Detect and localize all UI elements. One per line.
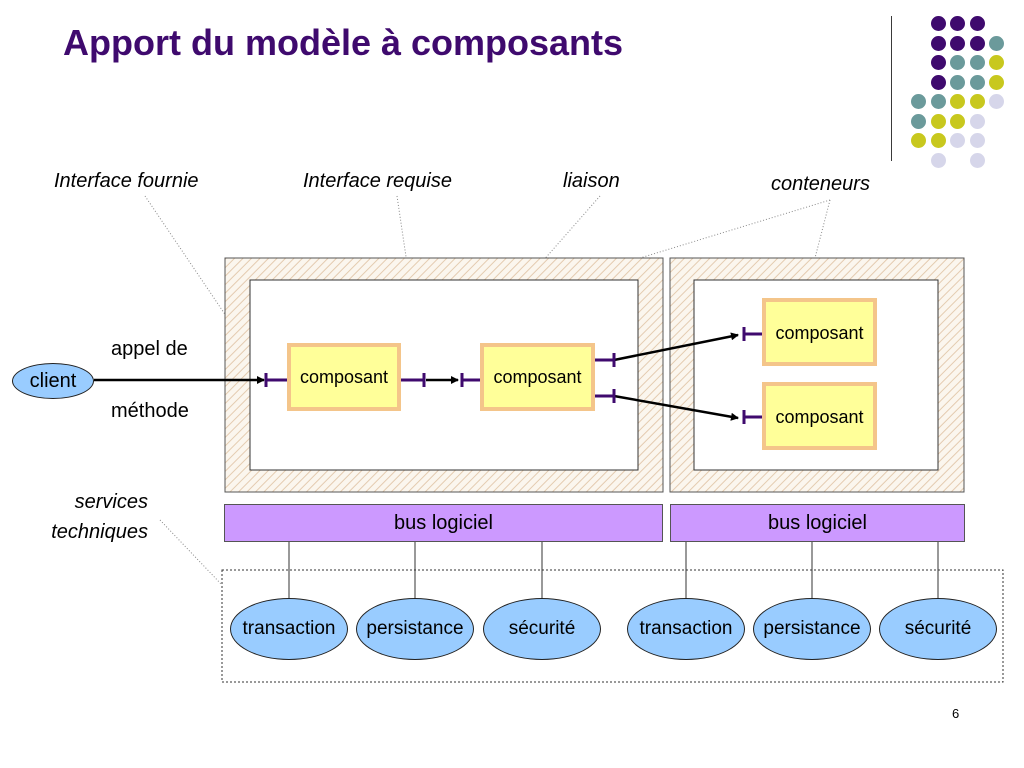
decorative-dot xyxy=(969,35,985,51)
services-box xyxy=(221,569,1004,683)
decorative-dot xyxy=(950,16,965,31)
component-label: composant xyxy=(493,367,582,387)
service-securite-left: sécurité xyxy=(483,598,601,660)
decorative-dot xyxy=(950,94,965,109)
decorative-dot xyxy=(969,16,985,31)
decorative-dot xyxy=(950,74,965,90)
component-label: composant xyxy=(299,367,389,387)
decorative-dot xyxy=(969,113,985,129)
component-3: composant xyxy=(762,298,877,366)
title-divider-line xyxy=(891,16,892,161)
component-label: composant xyxy=(775,407,864,427)
decorative-dot xyxy=(989,55,1004,70)
decorative-dot xyxy=(930,113,946,129)
label-appel-de: appel de xyxy=(111,338,188,360)
provided-interface-icon xyxy=(460,373,481,387)
bus-connectors xyxy=(288,542,939,600)
service-label: transaction xyxy=(639,618,733,639)
decorative-dot xyxy=(950,35,965,51)
service-persistance-left: persistance xyxy=(356,598,474,660)
bus-logiciel-right: bus logiciel xyxy=(670,504,965,542)
provided-interface-icon xyxy=(264,373,288,387)
decorative-dot xyxy=(930,55,946,70)
page-number: 6 xyxy=(952,706,960,721)
decorative-dot xyxy=(969,152,985,168)
decorative-dot xyxy=(930,133,946,148)
decorative-dot xyxy=(911,133,926,148)
decorative-dot xyxy=(969,74,985,90)
component-label: composant xyxy=(775,323,864,343)
decorative-dot xyxy=(911,94,926,109)
label-interface-requise: Interface requise xyxy=(303,170,452,192)
required-interface-icon xyxy=(595,389,616,403)
bus-label: bus logiciel xyxy=(394,511,493,534)
service-label: sécurité xyxy=(508,618,576,639)
decorative-dot xyxy=(950,55,965,70)
label-services: services xyxy=(74,491,148,513)
required-interface-icon xyxy=(400,373,426,387)
label-liaison: liaison xyxy=(563,170,620,192)
label-conteneurs: conteneurs xyxy=(771,173,870,195)
service-label: persistance xyxy=(763,618,861,639)
decorative-dot xyxy=(930,152,946,168)
service-label: persistance xyxy=(366,618,464,639)
label-interface-fournie: Interface fournie xyxy=(54,170,199,192)
client-node: client xyxy=(12,363,94,399)
service-transaction-left: transaction xyxy=(230,598,348,660)
callout-services xyxy=(159,519,223,586)
label-methode: méthode xyxy=(111,400,189,422)
decorative-dot xyxy=(989,35,1004,51)
callout-conteneurs-left xyxy=(639,199,831,259)
decorative-dot xyxy=(969,133,985,148)
decorative-dot xyxy=(989,74,1004,90)
provided-interface-icon xyxy=(742,327,763,341)
service-persistance-right: persistance xyxy=(753,598,871,660)
decorative-dot xyxy=(911,113,926,129)
decorative-dot xyxy=(930,16,946,31)
decorative-dot xyxy=(950,133,965,148)
service-label: sécurité xyxy=(904,618,972,639)
decorative-dot xyxy=(989,94,1004,109)
client-label: client xyxy=(29,369,77,392)
decorative-dot xyxy=(930,94,946,109)
callout-conteneurs-right xyxy=(814,199,831,259)
service-label: transaction xyxy=(242,618,336,639)
decorative-dot xyxy=(930,74,946,90)
bus-label: bus logiciel xyxy=(768,511,867,534)
bus-logiciel-left: bus logiciel xyxy=(224,504,663,542)
required-interface-icon xyxy=(595,353,616,367)
component-4: composant xyxy=(762,382,877,450)
decorative-dot xyxy=(969,55,985,70)
slide-title: Apport du modèle à composants xyxy=(63,22,624,63)
decorative-dot xyxy=(950,113,965,129)
label-techniques: techniques xyxy=(51,521,148,543)
component-2: composant xyxy=(480,343,595,411)
link-upper-arrow xyxy=(613,332,739,362)
service-securite-right: sécurité xyxy=(879,598,997,660)
decorative-dot xyxy=(930,35,946,51)
connections xyxy=(94,332,739,421)
interfaces xyxy=(264,327,763,424)
service-transaction-right: transaction xyxy=(627,598,745,660)
component-1: composant xyxy=(287,343,401,411)
link-lower-arrow xyxy=(613,394,739,421)
provided-interface-icon xyxy=(742,410,763,424)
decorative-dot xyxy=(969,94,985,109)
